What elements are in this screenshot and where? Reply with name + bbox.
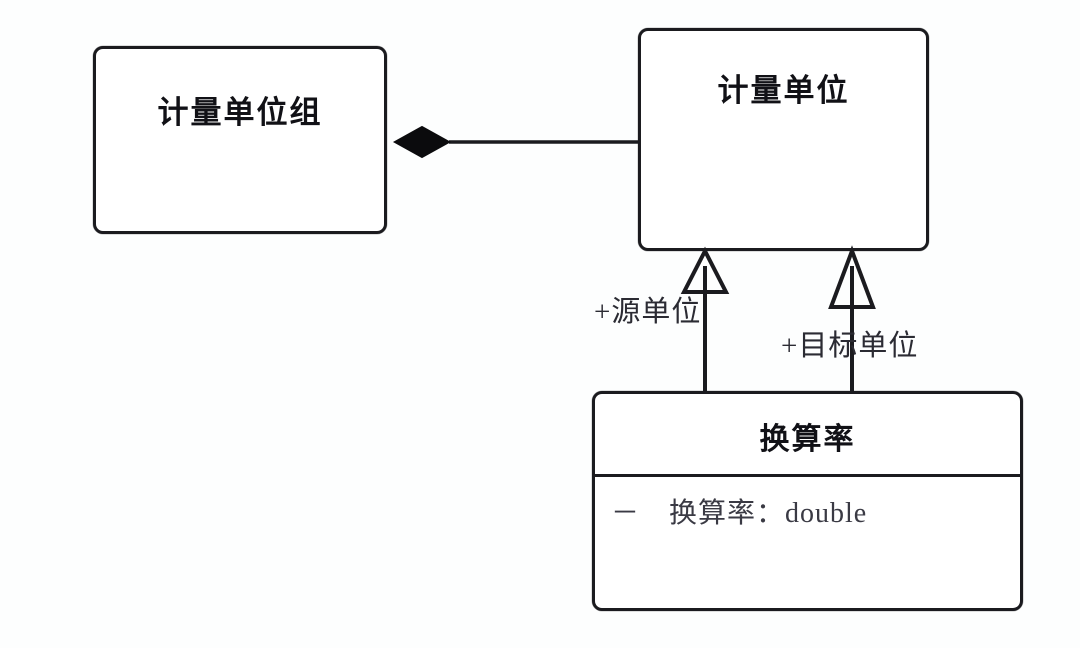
class-box-unit-group[interactable]: 计量单位组 [93,46,387,234]
class-name-rate: 换算率 [759,423,856,456]
class-box-rate[interactable]: 换算率 － 换算率：double [592,391,1023,611]
hollow-triangle-icon-source [680,246,730,294]
generalization-connector-target [828,245,876,391]
compartment-divider [595,474,1020,477]
class-name-unit-group: 计量单位组 [157,95,323,130]
attribute-signature: 换算率：double [669,498,868,529]
hollow-triangle-icon-target [828,245,876,309]
edge-label-target-unit: +目标单位 [781,330,919,362]
attribute-row: － 换算率：double [595,477,1020,531]
composition-connector [392,125,638,159]
edge-label-source-unit: +源单位 [594,296,702,328]
class-box-unit[interactable]: 计量单位 [638,28,929,251]
filled-diamond-icon [392,125,452,159]
attribute-visibility-icon: － [611,498,640,529]
class-name-unit: 计量单位 [717,73,850,108]
